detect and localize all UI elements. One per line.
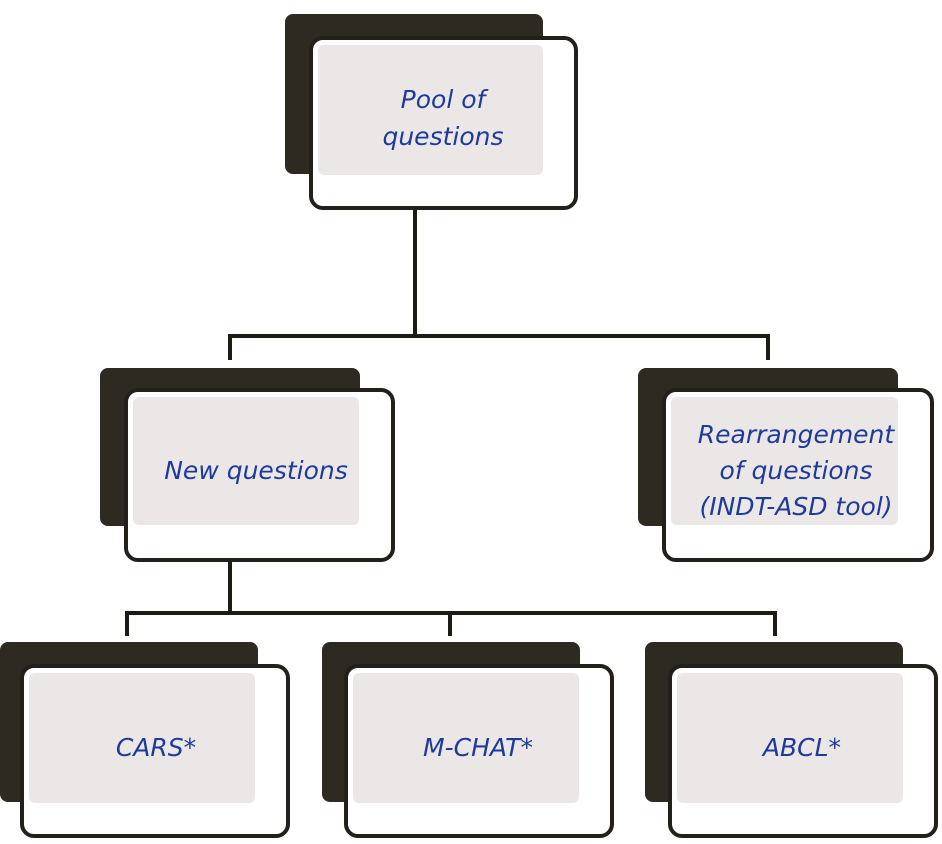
node-rearrangement: Rearrangement of questions (INDT-ASD too…	[638, 368, 934, 562]
node-mchat: M-CHAT*	[322, 642, 614, 838]
node-fill	[133, 397, 359, 525]
node-label: New questions	[164, 456, 348, 485]
node-cars: CARS*	[0, 642, 290, 838]
node-label: ABCL*	[761, 733, 841, 762]
node-new-questions: New questions	[100, 368, 395, 562]
node-label: CARS*	[116, 733, 196, 762]
node-label: Rearrangement	[698, 420, 896, 449]
node-label: Pool of	[401, 85, 489, 114]
node-fill	[353, 673, 579, 803]
node-label: of questions	[719, 456, 872, 485]
node-label: questions	[382, 122, 503, 151]
node-fill	[677, 673, 903, 803]
node-pool-of-questions: Pool of questions	[285, 14, 578, 210]
node-fill	[671, 397, 898, 525]
node-fill	[29, 673, 255, 803]
node-label: (INDT-ASD tool)	[699, 492, 892, 521]
node-label: M-CHAT*	[423, 733, 533, 762]
node-fill	[318, 45, 543, 175]
connectors	[125, 208, 777, 636]
node-abcl: ABCL*	[645, 642, 938, 838]
